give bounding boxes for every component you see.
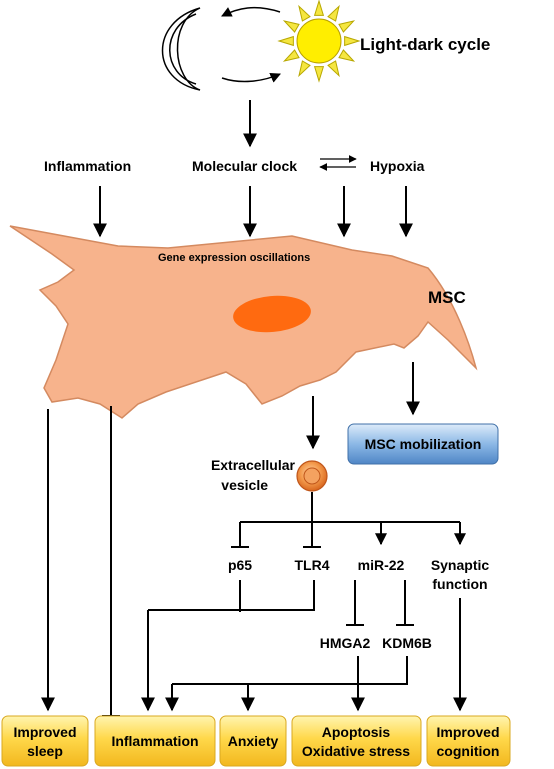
extracellular-vesicle-icon (296, 460, 328, 492)
sun-ray (277, 35, 294, 47)
sun-ray (313, 0, 325, 16)
kdm6b-label: KDM6B (382, 635, 432, 651)
tlr4-label: TLR4 (295, 557, 330, 573)
outcome-improved-sleep-line1: Improved (13, 724, 76, 740)
input-hypoxia-label: Hypoxia (370, 158, 425, 174)
outcome-anxiety-box (219, 715, 287, 767)
outcome-inflammation-label: Inflammation (111, 733, 198, 749)
sun-ray (344, 35, 361, 47)
outcome-improved-cognition-box (426, 715, 511, 767)
tlr4-stem (148, 580, 315, 611)
p65-label: p65 (228, 557, 252, 573)
outcome-apoptosis-label: Apoptosis (322, 724, 391, 740)
synaptic-label-line1: Synaptic (431, 557, 490, 573)
sun-ray (282, 20, 300, 33)
kdm6b-stem (172, 656, 408, 685)
cycle-arrow-bottom (221, 73, 281, 83)
sun-ray (282, 49, 300, 62)
vesicle-label-line1: Extracellular (211, 457, 296, 473)
sun-icon (277, 0, 361, 83)
input-inflammation-label: Inflammation (44, 158, 131, 174)
msc-label: MSC (428, 288, 466, 307)
msc-mobilization-label: MSC mobilization (365, 436, 482, 452)
sun-ray (298, 60, 311, 78)
light-dark-cycle-label: Light-dark cycle (360, 35, 490, 54)
synaptic-label-line2: function (432, 576, 487, 592)
outcome-improved-cognition-line1: Improved (436, 724, 499, 740)
outcome-oxidative-stress-label: Oxidative stress (302, 743, 410, 759)
sun-ray (327, 60, 340, 78)
outcome-improved-sleep-line2: sleep (27, 743, 63, 759)
msc-mobilization-box (347, 423, 499, 465)
msc-nucleus (233, 295, 311, 333)
outcome-inflammation-box (94, 715, 216, 767)
sun-ray (338, 20, 356, 33)
sun-ray (327, 4, 340, 22)
outcome-improved-sleep-box (1, 715, 89, 767)
outcome-apoptosis-box (291, 715, 422, 767)
sun-ray (338, 49, 356, 62)
moon-icon (161, 7, 201, 91)
mir22-label: miR-22 (358, 557, 405, 573)
input-molecular-clock-label: Molecular clock (192, 158, 297, 174)
vesicle-label-line2: vesicle (221, 477, 268, 493)
hmga2-label: HMGA2 (320, 635, 371, 651)
cycle-arrow-top (221, 6, 281, 17)
sun-ray (298, 4, 311, 22)
sun-ray (313, 66, 325, 83)
gene-expression-label: Gene expression oscillations (158, 252, 310, 264)
outcome-improved-cognition-line2: cognition (437, 743, 500, 759)
outcome-anxiety-label: Anxiety (228, 733, 279, 749)
